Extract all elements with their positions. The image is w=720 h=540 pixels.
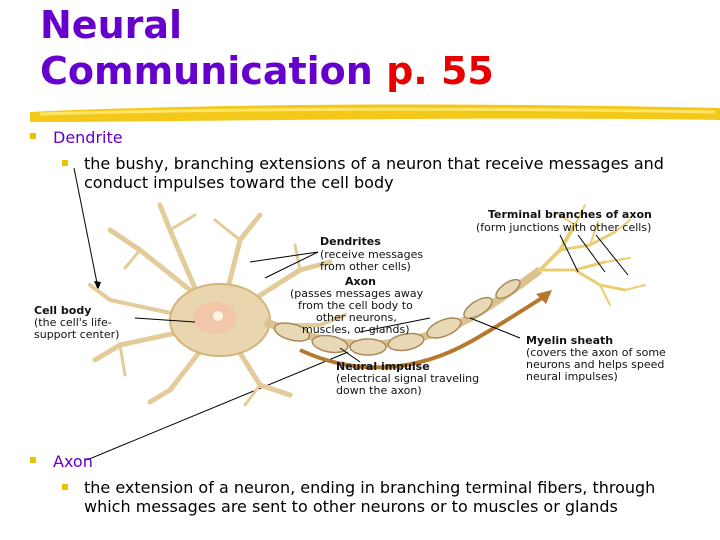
cellbody-desc-1: (the cell's life- [34, 316, 112, 329]
bullet-marker [62, 160, 68, 166]
terminal-desc: (form junctions with other cells) [476, 221, 651, 234]
axon-pointer-line [85, 351, 349, 460]
slide-title: Neural Communication p. 55 [40, 2, 494, 94]
highlighter-rule [30, 104, 720, 122]
myelin-desc-1: (covers the axon of some [526, 346, 666, 359]
title-line-1: Neural [40, 3, 183, 47]
myelin-segments [273, 278, 521, 356]
myelin-desc-2: neurons and helps speed [526, 358, 664, 371]
axon-desc-4: muscles, or glands) [302, 323, 410, 336]
page-reference: p. 55 [386, 49, 494, 93]
dendrite-term: Dendrite [53, 128, 123, 147]
terminal-branches [538, 204, 646, 306]
dendrites-desc-2: from other cells) [320, 260, 411, 273]
bullet-axon: Axon [30, 452, 93, 471]
bullet-dendrite-definition: the bushy, branching extensions of a neu… [62, 154, 702, 192]
impulse-title: Neural impulse [336, 360, 430, 373]
bullet-marker [30, 457, 36, 463]
axon-desc-3: other neurons, [316, 311, 397, 324]
axon-desc-2: from the cell body to [298, 299, 413, 312]
bullet-marker [62, 484, 68, 490]
cellbody-desc-2: support center) [34, 328, 119, 341]
axon-title: Axon [345, 275, 376, 288]
bullet-marker [30, 133, 36, 139]
axon-definition: the extension of a neuron, ending in bra… [84, 478, 656, 516]
neural-impulse-arrow [299, 294, 547, 370]
axon-desc-1: (passes messages away [290, 287, 424, 300]
terminal-title: Terminal branches of axon [488, 208, 652, 221]
dendrites-desc-1: (receive messages [320, 248, 423, 261]
myelin-title: Myelin sheath [526, 334, 613, 347]
axon-term: Axon [53, 452, 93, 471]
neuron-diagram: Terminal branches of axon (form junction… [34, 167, 666, 460]
bullet-dendrite: Dendrite [30, 128, 123, 147]
myelin-desc-3: neural impulses) [526, 370, 618, 383]
dendrite-definition: the bushy, branching extensions of a neu… [84, 154, 664, 192]
impulse-desc-2: down the axon) [336, 384, 422, 397]
dendrites-title: Dendrites [320, 235, 381, 248]
cellbody-title: Cell body [34, 304, 91, 317]
impulse-desc-1: (electrical signal traveling [336, 372, 479, 385]
neuron-dendrites [88, 202, 347, 407]
bullet-axon-definition: the extension of a neuron, ending in bra… [62, 478, 682, 516]
dendrite-pointer-line [73, 167, 99, 289]
title-line-2: Communication [40, 49, 373, 93]
